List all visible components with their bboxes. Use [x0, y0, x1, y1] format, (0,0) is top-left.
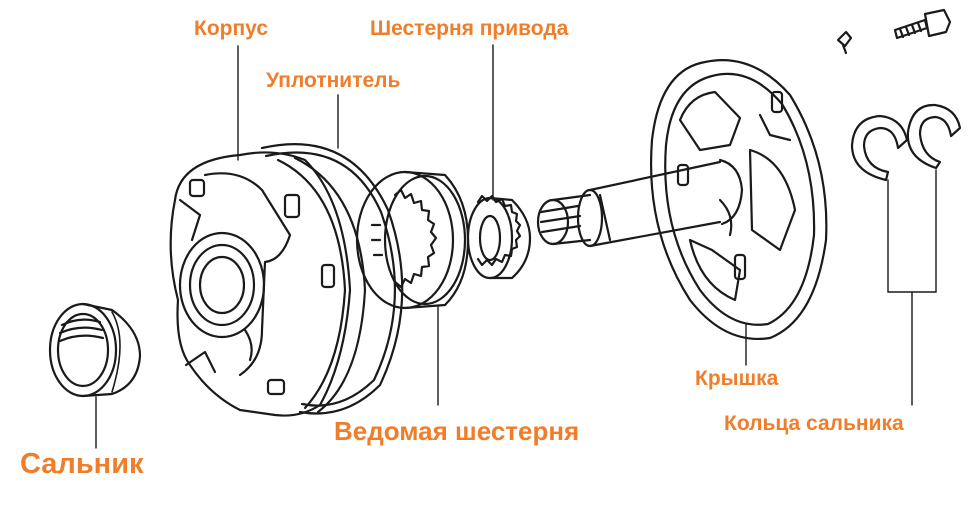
- clip-part: [836, 30, 853, 55]
- label-cover: Крышка: [695, 367, 779, 390]
- leader-lines: [95, 44, 937, 449]
- label-driven-gear: Ведомая шестерня: [334, 416, 580, 446]
- label-housing: Корпус: [194, 17, 268, 40]
- label-seal-ring: Уплотнитель: [266, 69, 401, 92]
- bolt-part: [893, 8, 952, 40]
- label-seal-rings: Кольца сальника: [724, 412, 904, 435]
- driven-gear-part: [355, 170, 470, 310]
- housing-part: [169, 151, 367, 417]
- label-oil-seal: Сальник: [20, 448, 144, 480]
- shaft-part: [536, 158, 744, 248]
- oil-seal-part: [48, 302, 142, 398]
- seal-rings-part: [850, 103, 962, 182]
- label-drive-gear: Шестерня привода: [370, 17, 569, 40]
- cover-part: [649, 59, 828, 340]
- drive-gear-part: [466, 194, 532, 280]
- seal-ring-part: [260, 143, 404, 415]
